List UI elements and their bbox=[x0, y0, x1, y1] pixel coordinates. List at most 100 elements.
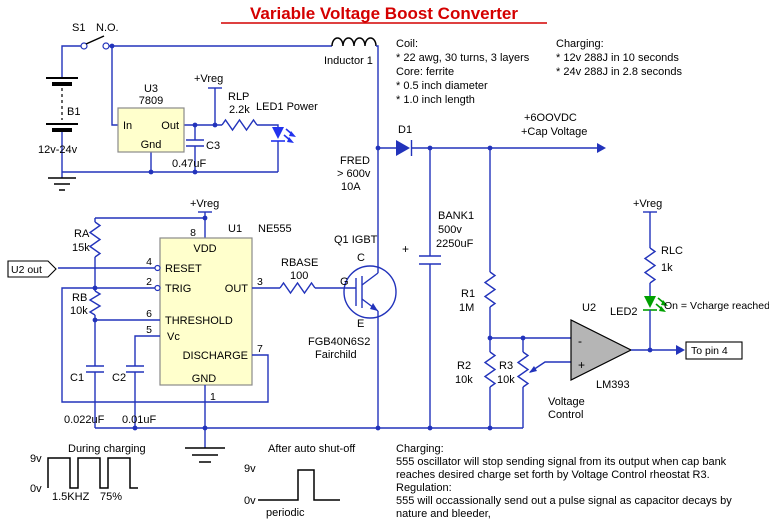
desc-regulation-title: Regulation: bbox=[396, 482, 452, 494]
u2out-label: U2 out bbox=[11, 264, 42, 276]
capacitor-c1-icon bbox=[86, 365, 104, 373]
bank1-plus-label: + bbox=[402, 242, 409, 256]
u3-part-label: 7809 bbox=[139, 95, 163, 107]
discharge-label: DISCHARGE bbox=[183, 350, 248, 362]
r1-value-label: 1M bbox=[459, 302, 474, 314]
pin3-label: 3 bbox=[257, 276, 263, 288]
r3-wiper-arrow bbox=[529, 366, 537, 373]
page-title: Variable Voltage Boost Converter bbox=[250, 4, 518, 23]
ground-icon-center bbox=[185, 447, 225, 463]
trig-label: TRIG bbox=[165, 283, 191, 295]
c3-value-label: 0.47uF bbox=[172, 158, 207, 170]
wave2-high-label: 9v bbox=[244, 463, 256, 475]
rb-value-label: 10k bbox=[70, 305, 88, 317]
to-pin4-arrow bbox=[676, 345, 685, 355]
capacitor-c2-icon bbox=[126, 365, 144, 373]
gnd-label: GND bbox=[192, 373, 217, 385]
timer-555-section: +Vreg U1 NE555 8 4 2 6 5 3 7 1 VDD RESET… bbox=[7, 198, 523, 463]
vreg-label-1: +Vreg bbox=[194, 73, 223, 85]
timer-u1-body bbox=[159, 237, 253, 386]
wave1-duty-label: 75% bbox=[100, 491, 122, 503]
wave2-note-label: periodic bbox=[266, 507, 305, 519]
threshold-label: THRESHOLD bbox=[165, 315, 233, 327]
rbase-value-label: 100 bbox=[290, 270, 308, 282]
resistor-ra-icon bbox=[88, 221, 102, 258]
out-label: OUT bbox=[225, 283, 249, 295]
u2-minus-label: - bbox=[578, 334, 582, 348]
charge-notes-title: Charging: bbox=[556, 38, 604, 50]
capacitor-c3-icon bbox=[186, 139, 204, 147]
divider-section: R1 1M R2 10k R3 10k Voltage Control bbox=[455, 148, 585, 428]
d1-volt-label: > 600v bbox=[337, 168, 371, 180]
s1-label: S1 bbox=[72, 22, 85, 34]
resistor-r1-icon bbox=[483, 271, 497, 308]
u2-plus-label: + bbox=[578, 358, 585, 372]
igbt-q1-body bbox=[343, 265, 397, 319]
d1-label: D1 bbox=[398, 124, 412, 136]
opamp-u2-body bbox=[570, 319, 633, 381]
desc-regulation-line-2: nature and bleeder, bbox=[396, 508, 491, 520]
q1-c-label: C bbox=[357, 252, 365, 264]
diode-d1-icon bbox=[396, 140, 413, 156]
power-input-section: S1 N.O. B1 12v-24v U3 7809 In Out Gnd +V… bbox=[38, 22, 332, 191]
u3-label: U3 bbox=[144, 83, 158, 95]
pin5-label: 5 bbox=[146, 324, 152, 336]
capacitor-bank1-icon bbox=[419, 255, 441, 265]
divider-caption-2: Control bbox=[548, 409, 583, 421]
vc-label: Vc bbox=[167, 331, 180, 343]
resistor-r2-icon bbox=[483, 351, 497, 388]
waveform-charging: During charging 9v 0v 1.5KHZ 75% bbox=[30, 443, 146, 503]
inductor-section: Inductor 1 Coil: * 22 awg, 30 turns, 3 l… bbox=[324, 37, 682, 106]
rlp-value-label: 2.2k bbox=[229, 104, 250, 116]
r1-label: R1 bbox=[461, 288, 475, 300]
u2-label: U2 bbox=[582, 302, 596, 314]
waveform-shutoff: After auto shut-off 9v 0v periodic bbox=[244, 443, 356, 519]
bank1-label: BANK1 bbox=[438, 210, 474, 222]
pin6-label: 6 bbox=[146, 308, 152, 320]
desc-charging-line-1: 555 oscillator will stop sending signal … bbox=[396, 456, 727, 468]
c1-value-label: 0.022uF bbox=[64, 414, 105, 426]
rheostat-r3-icon bbox=[516, 351, 530, 388]
resistor-rbase-icon bbox=[279, 281, 316, 295]
pin8-label: 8 bbox=[190, 227, 196, 239]
bank1-volt-label: 500v bbox=[438, 224, 462, 236]
vdd-label: VDD bbox=[193, 243, 216, 255]
tag-to-pin4 bbox=[685, 341, 743, 360]
u1-part-label: NE555 bbox=[258, 223, 292, 235]
wave1-high-label: 9v bbox=[30, 453, 42, 465]
igbt-q1-section: Q1 IGBT C G E FGB40N6S2 Fairchild bbox=[308, 234, 397, 428]
resistor-rlc-icon bbox=[643, 247, 657, 284]
d1-type-label: FRED bbox=[340, 155, 370, 167]
charge-note-2: * 24v 288J in 2.8 seconds bbox=[556, 66, 682, 78]
d1-amp-label: 10A bbox=[341, 181, 361, 193]
cap-voltage-arrow bbox=[597, 143, 606, 153]
coil-note-4: * 1.0 inch length bbox=[396, 94, 475, 106]
ground-icon-left bbox=[48, 177, 76, 191]
pin1-label: 1 bbox=[210, 391, 216, 403]
q1-mfr-label: Fairchild bbox=[315, 349, 357, 361]
resistor-rlp-icon bbox=[221, 118, 258, 132]
boost-output-section: D1 FRED > 600v 10A +6OOVDC +Cap Voltage … bbox=[337, 45, 606, 428]
s1-type-label: N.O. bbox=[96, 22, 119, 34]
description-block: Charging: 555 oscillator will stop sendi… bbox=[396, 443, 732, 520]
wave1-trace bbox=[47, 457, 138, 489]
desc-charging-title: Charging: bbox=[396, 443, 444, 455]
switch-s1-icon bbox=[80, 35, 110, 50]
tag-u2-out bbox=[7, 260, 57, 278]
wave2-low-label: 0v bbox=[244, 495, 256, 507]
coil-note-1: * 22 awg, 30 turns, 3 layers bbox=[396, 52, 530, 64]
wave1-freq-label: 1.5KHZ bbox=[52, 491, 90, 503]
c1-label: C1 bbox=[70, 372, 84, 384]
pin7-label: 7 bbox=[257, 343, 263, 355]
led2-note-label: On = Vcharge reached bbox=[664, 300, 769, 312]
c3-label: C3 bbox=[206, 140, 220, 152]
rlc-value-label: 1k bbox=[661, 262, 673, 274]
wave2-title: After auto shut-off bbox=[268, 443, 356, 455]
rbase-label: RBASE bbox=[281, 257, 318, 269]
q1-label: Q1 IGBT bbox=[334, 234, 378, 246]
charge-note-1: * 12v 288J in 10 seconds bbox=[556, 52, 679, 64]
battery-b1-icon bbox=[46, 77, 78, 132]
comparator-section: - + U2 LM393 To pin 4 +Vreg RLC 1k LED2 … bbox=[570, 198, 769, 391]
led1-label: LED1 Power bbox=[256, 101, 318, 113]
